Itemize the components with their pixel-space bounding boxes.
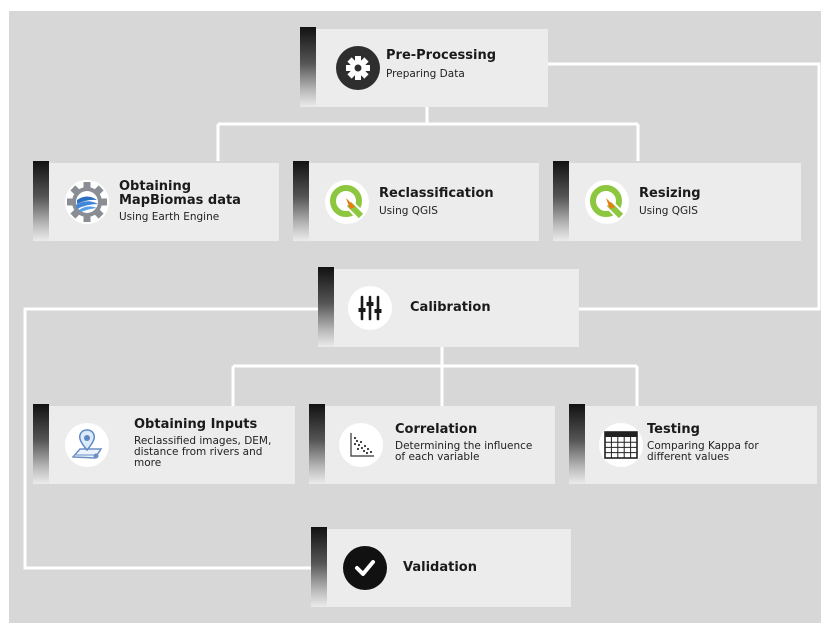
node-subtitle-line3: more xyxy=(134,457,162,469)
node-subtitle-line2: different values xyxy=(647,451,730,463)
node-validation: Validation xyxy=(311,527,571,607)
node-title: Validation xyxy=(403,560,477,575)
node-title: Testing xyxy=(647,422,700,437)
node-calibration: Calibration xyxy=(318,267,579,347)
table-grid-icon xyxy=(599,423,643,467)
node-subtitle-line2: of each variable xyxy=(395,451,480,463)
node-resizing: Resizing Using QGIS xyxy=(553,161,801,241)
node-title: Resizing xyxy=(639,186,701,201)
node-subtitle: Using Earth Engine xyxy=(119,211,220,223)
node-title: Obtaining Inputs xyxy=(134,417,258,432)
node-obtaining-mapbiomas: Obtaining MapBiomas data Using Earth Eng… xyxy=(33,161,279,241)
connector-lines xyxy=(23,62,821,570)
node-title-line2: MapBiomas data xyxy=(119,193,241,208)
gear-icon xyxy=(336,46,380,90)
sliders-icon xyxy=(348,286,392,330)
diagram-canvas: Pre-Processing Preparing Data xyxy=(9,11,821,623)
node-title: Reclassification xyxy=(379,186,494,201)
scatter-plot-icon xyxy=(339,423,383,467)
node-obtaining-inputs: Obtaining Inputs Reclassified images, DE… xyxy=(33,404,295,484)
node-correlation: Correlation Determining the influence of… xyxy=(309,404,555,484)
node-testing: Testing Comparing Kappa for different va… xyxy=(569,404,817,484)
node-title-line1: Obtaining xyxy=(119,179,192,194)
qgis-icon xyxy=(325,180,369,224)
node-subtitle: Preparing Data xyxy=(386,68,465,80)
node-preprocessing: Pre-Processing Preparing Data xyxy=(300,27,548,107)
qgis-icon xyxy=(585,180,629,224)
map-pin-icon xyxy=(65,423,109,467)
node-title: Pre-Processing xyxy=(386,48,497,63)
earth-engine-icon xyxy=(65,180,109,224)
node-title: Correlation xyxy=(395,422,478,437)
node-reclassification: Reclassification Using QGIS xyxy=(293,161,539,241)
node-subtitle-line1: Reclassified images, DEM, xyxy=(134,435,272,447)
node-subtitle-line1: Determining the influence xyxy=(395,440,533,452)
node-title: Calibration xyxy=(410,300,491,315)
node-subtitle-line1: Comparing Kappa for xyxy=(647,440,759,452)
connector-loop-right xyxy=(548,62,821,311)
node-subtitle-line2: distance from rivers and xyxy=(134,446,263,458)
node-subtitle: Using QGIS xyxy=(639,205,698,217)
connector-loop-left xyxy=(23,307,334,570)
checkmark-icon xyxy=(343,546,387,590)
node-subtitle: Using QGIS xyxy=(379,205,438,217)
